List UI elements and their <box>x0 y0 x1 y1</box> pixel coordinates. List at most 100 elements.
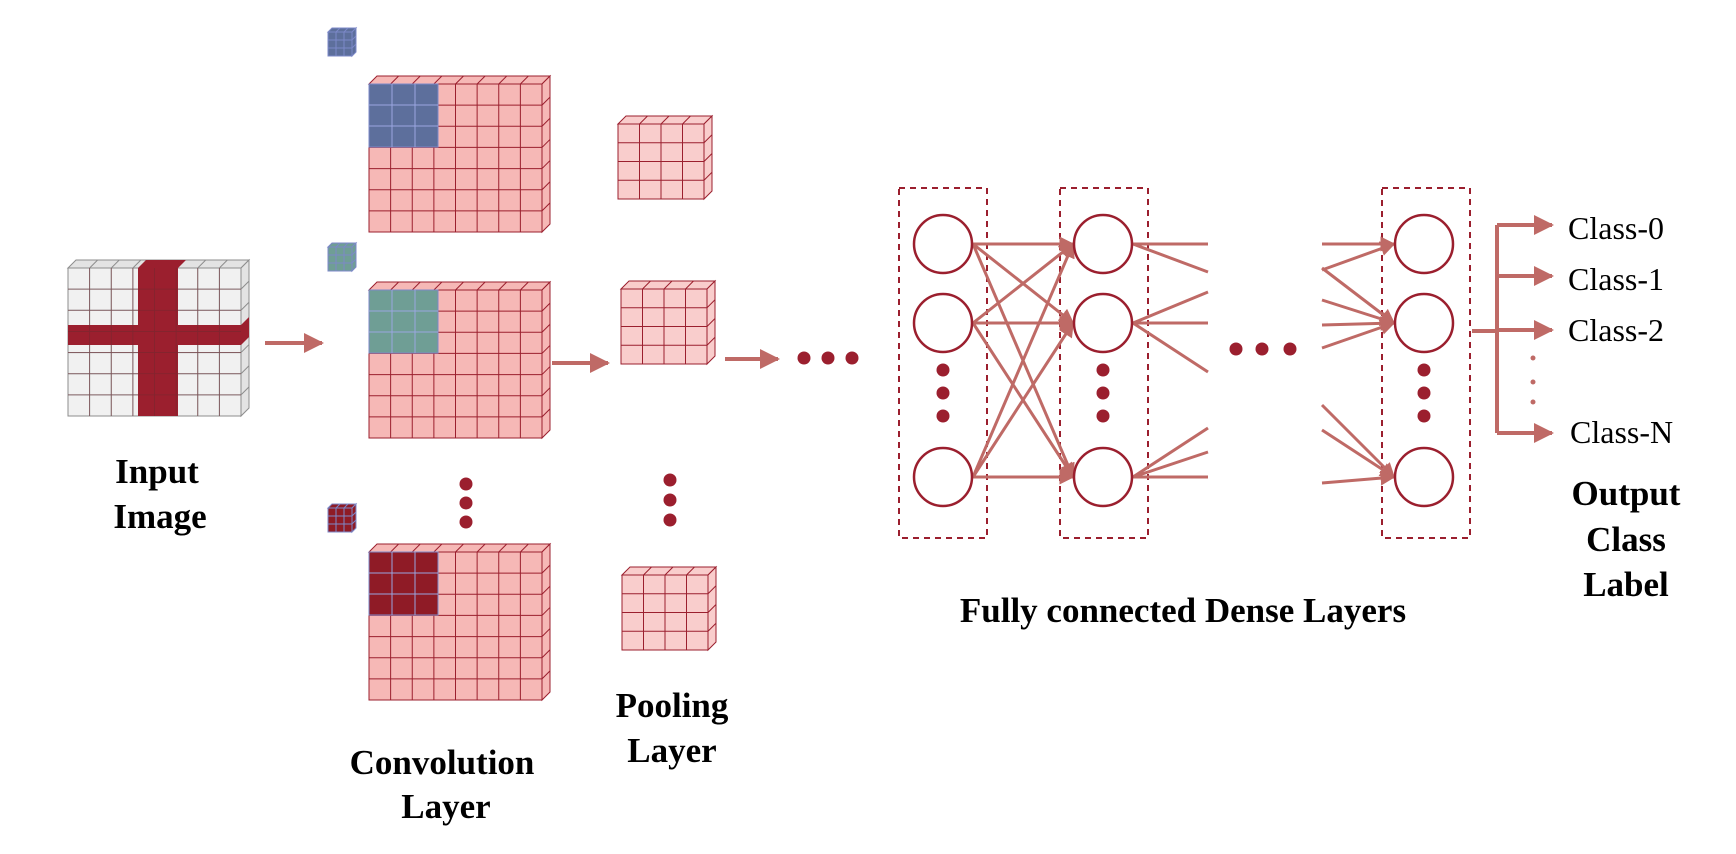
convolution-label-line2: Layer <box>401 787 490 826</box>
pooled-map-3-gridlines <box>622 566 717 650</box>
stub-out-3-2 <box>1132 450 1209 479</box>
conn-l1-2-l2-1 <box>972 242 1075 325</box>
dense-middle-ellipsis-dot-1 <box>1229 342 1243 356</box>
layer1-vertical-dot-2 <box>936 386 950 400</box>
neuron-l2-1 <box>1072 213 1134 275</box>
stub-in-4 <box>1321 315 1396 331</box>
pooled-map-2 <box>619 279 717 366</box>
kernel-icon-blue-top <box>326 27 358 33</box>
input-label-line2: Image <box>113 497 206 536</box>
kernel-region-gridlines-blue <box>369 84 438 147</box>
output-dot-1 <box>1530 355 1536 361</box>
class-label-n: Class-N <box>1570 414 1673 450</box>
kernel-icon-blue-front <box>327 31 353 57</box>
neuron-l1-1 <box>912 213 974 275</box>
kernel-icon-red-front <box>327 507 353 533</box>
kernel-icon-blue <box>326 26 358 58</box>
dense-layer-box-3 <box>1381 187 1471 539</box>
neuron-l3-2 <box>1393 292 1455 354</box>
kernel-icon-red-gridlines <box>328 503 357 532</box>
dense-middle-ellipsis-dot-2 <box>1255 342 1269 356</box>
kernel-icon-green-front <box>327 246 353 272</box>
neuron-l3-1 <box>1393 213 1455 275</box>
stub-out-1-2 <box>1132 242 1209 274</box>
pool-dense-ellipsis-dot-3 <box>845 351 859 365</box>
kernel-icon-blue-side <box>351 26 357 58</box>
kernel-icon-green-side <box>351 241 357 273</box>
kernel-region-gridlines-red <box>369 552 438 615</box>
pooled-map-3 <box>620 565 718 652</box>
stub-in-8 <box>1321 470 1396 486</box>
feature-map-1-side <box>541 74 551 234</box>
stub-out-2-3 <box>1132 321 1209 374</box>
stub-in-5 <box>1321 320 1396 350</box>
feature-map-2-side <box>541 280 551 440</box>
class-label-2: Class-2 <box>1568 312 1664 348</box>
flow-arrows <box>265 333 780 373</box>
dense-layer-box-2 <box>1059 187 1149 539</box>
conv-vertical-dot-3 <box>459 515 473 529</box>
layer1-vertical-dot-1 <box>936 363 950 377</box>
kernel-icon-red-side <box>351 502 357 534</box>
stub-in-6 <box>1320 403 1396 479</box>
layer3-vertical-dot-3 <box>1417 409 1431 423</box>
input-cross-top <box>138 260 186 268</box>
pooling-label-line2: Layer <box>627 731 716 770</box>
output-label-line1: Output <box>1572 474 1681 513</box>
stub-in-9 <box>1321 266 1396 325</box>
input-cross-gridlines <box>68 268 241 416</box>
feature-map-3-gridlines <box>369 543 551 700</box>
kernel-region-green <box>368 289 439 354</box>
feature-map-1-gridlines <box>369 75 551 232</box>
ellipsis-dots <box>459 342 1431 529</box>
neuron-l1-2 <box>912 292 974 354</box>
dense-middle-ellipsis-dot-3 <box>1283 342 1297 356</box>
conv-vertical-dot-2 <box>459 496 473 510</box>
pooling-layer-group <box>616 114 718 652</box>
feature-map-2 <box>367 280 552 440</box>
layer3-vertical-dot-2 <box>1417 386 1431 400</box>
dense-layer-box-1 <box>898 187 988 539</box>
kernel-icon-green <box>326 241 358 273</box>
output-label-line3: Label <box>1583 565 1669 604</box>
pool-dense-ellipsis-dot-1 <box>797 351 811 365</box>
kernel-icon-blue-gridlines <box>328 27 357 56</box>
convolution-label-line1: Convolution <box>350 743 535 782</box>
pool-vertical-dot-2 <box>663 493 677 507</box>
class-label-1: Class-1 <box>1568 261 1664 297</box>
kernel-icon-green-top <box>326 242 358 248</box>
neuron-l2-3 <box>1072 446 1134 508</box>
kernel-region-blue <box>368 83 439 148</box>
pooled-map-1-gridlines <box>618 115 713 199</box>
layer1-vertical-dot-3 <box>936 409 950 423</box>
output-dot-2 <box>1530 379 1536 385</box>
stub-in-2 <box>1321 241 1396 272</box>
conn-l1-3-l2-1 <box>971 242 1075 478</box>
convolution-layer-group <box>326 26 552 702</box>
feature-map-3-side <box>541 542 551 702</box>
output-dot-3 <box>1530 399 1536 405</box>
pool-dense-ellipsis-dot-2 <box>821 351 835 365</box>
input-label-line1: Input <box>115 452 199 491</box>
kernel-region-red <box>368 551 439 616</box>
feature-map-2-gridlines <box>369 281 551 438</box>
neuron-l2-2 <box>1072 292 1134 354</box>
dense-layers-label: Fully connected Dense Layers <box>960 591 1406 630</box>
kernel-region-gridlines-green <box>369 290 438 353</box>
dense-layers-group <box>898 187 1554 539</box>
input-cross-side <box>241 317 249 345</box>
pooled-map-1 <box>616 114 714 201</box>
neuron-l3-3 <box>1393 446 1455 508</box>
conv-vertical-dot-1 <box>459 477 473 491</box>
output-label-line2: Class <box>1586 520 1666 559</box>
stub-in-7 <box>1321 428 1396 479</box>
kernel-icon-red-top <box>326 503 358 509</box>
class-label-0: Class-0 <box>1568 210 1664 246</box>
layer2-vertical-dot-3 <box>1096 409 1110 423</box>
pooling-label-line1: Pooling <box>616 686 729 725</box>
kernel-icon-red <box>326 502 358 534</box>
conn-l1-3-l2-2 <box>971 321 1075 478</box>
layer2-vertical-dot-2 <box>1096 386 1110 400</box>
kernel-icon-green-gridlines <box>328 242 357 271</box>
